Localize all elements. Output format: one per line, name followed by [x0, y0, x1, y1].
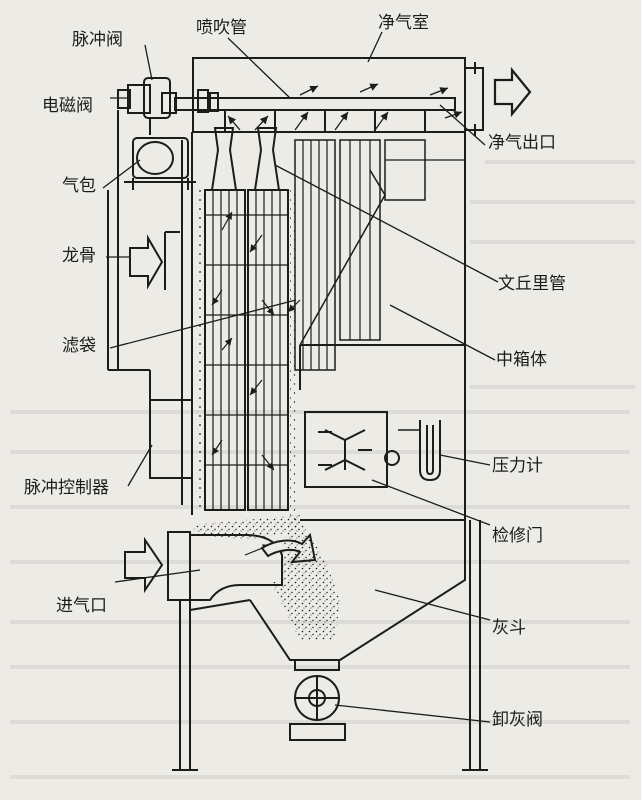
venturi-tubes: [210, 127, 281, 191]
filter-bags: [204, 139, 426, 511]
paper-texture: [10, 160, 635, 779]
dust-between-bags: [290, 190, 296, 520]
clean-air-outlet-arrow: [493, 66, 532, 118]
dust-left-wall: [196, 190, 204, 510]
label-solenoid-valve: 电磁阀: [42, 96, 93, 116]
air-bag: [124, 137, 196, 190]
label-clean-air-outlet: 净气出口: [488, 133, 556, 153]
label-discharge-valve: 卸灰阀: [492, 710, 543, 730]
discharge-valve: [289, 659, 346, 741]
pulse-controller: [149, 399, 193, 479]
label-pressure-gauge: 压力计: [492, 456, 543, 476]
dust-flow-arrows: [211, 211, 301, 471]
label-air-bag: 气包: [62, 176, 96, 196]
ash-hopper: [249, 519, 466, 661]
pressure-gauge: [398, 420, 441, 482]
access-door: [304, 411, 400, 488]
keel-arrow-shape: [129, 234, 164, 290]
clean-air-flow-arrows: [227, 83, 463, 131]
pulse-valve-assembly: [117, 77, 219, 135]
label-filter-bag: 滤袋: [62, 336, 96, 356]
label-blow-pipe: 喷吹管: [196, 18, 247, 38]
label-access-door: 检修门: [492, 526, 543, 546]
label-pulse-controller: 脉冲控制器: [24, 478, 109, 498]
label-venturi-tube: 文丘里管: [498, 274, 566, 294]
middle-box: [290, 131, 466, 520]
label-middle-box: 中箱体: [496, 350, 547, 370]
air-inlet: [124, 531, 283, 601]
label-air-inlet: 进气口: [56, 596, 107, 616]
label-pulse-valve: 脉冲阀: [72, 30, 123, 50]
label-clean-air-chamber: 净气室: [378, 13, 429, 33]
side-frame: [107, 110, 151, 400]
support-legs: [172, 520, 488, 771]
label-ash-hopper: 灰斗: [492, 618, 526, 638]
leader-lines: [102, 31, 499, 723]
label-keel: 龙骨: [62, 246, 96, 266]
